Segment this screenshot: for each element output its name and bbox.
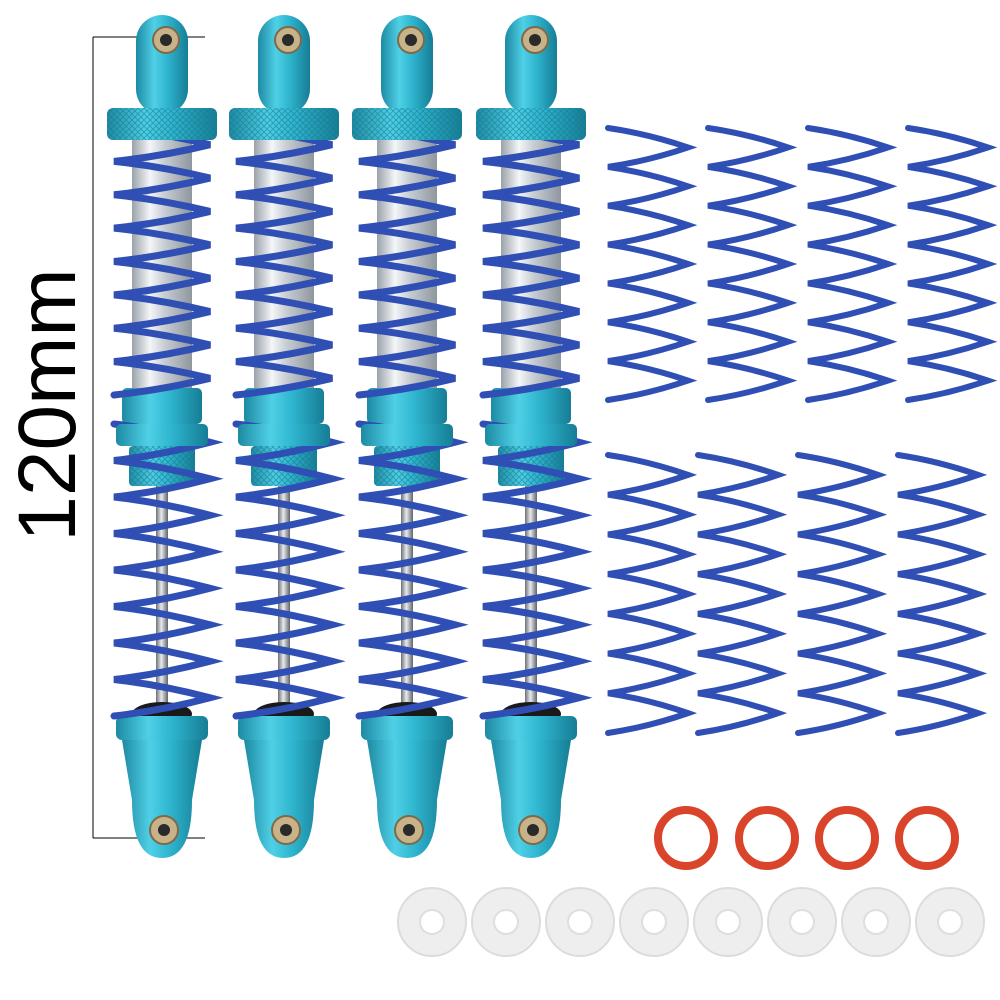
washer-hole — [789, 909, 815, 935]
washer-hole — [567, 909, 593, 935]
coil-spring-lower — [355, 420, 469, 720]
dimension-label: 120mm — [2, 268, 93, 542]
spare-spring — [905, 125, 998, 403]
body-collar — [122, 388, 202, 424]
o-ring — [735, 806, 799, 870]
washer-hole — [641, 909, 667, 935]
spring-divider — [361, 424, 453, 446]
bushing-hole — [280, 824, 292, 836]
spare-spring — [805, 125, 898, 403]
spare-springs — [605, 125, 998, 736]
bushing-hole — [529, 34, 541, 46]
washer-hole — [937, 909, 963, 935]
bushing-hole — [158, 824, 170, 836]
washer — [619, 887, 689, 957]
spare-spring — [895, 452, 988, 736]
bushing-hole — [527, 824, 539, 836]
bushing-hole — [403, 824, 415, 836]
body-collar — [367, 388, 447, 424]
lower-spring-cup — [116, 716, 208, 740]
coil-spring-lower — [232, 420, 346, 720]
o-ring — [815, 806, 879, 870]
spare-spring — [695, 452, 788, 736]
spring-divider — [485, 424, 577, 446]
coil-spring-lower — [110, 420, 224, 720]
lower-mount — [244, 740, 324, 858]
coil-spring-upper — [110, 124, 211, 399]
lower-mount — [367, 740, 447, 858]
lower-mount — [491, 740, 571, 858]
shock-absorber — [229, 15, 346, 858]
o-ring — [895, 806, 959, 870]
shock-absorber — [352, 15, 469, 858]
washer — [915, 887, 985, 957]
o-rings — [654, 806, 959, 870]
body-collar — [244, 388, 324, 424]
o-ring — [654, 806, 718, 870]
washer — [397, 887, 467, 957]
washer — [471, 887, 541, 957]
bushing-hole — [405, 34, 417, 46]
lower-spring-cup — [361, 716, 453, 740]
lower-spring-cup — [238, 716, 330, 740]
washer-hole — [863, 909, 889, 935]
spare-spring — [605, 452, 698, 736]
coil-spring-upper — [232, 124, 333, 399]
washer-hole — [419, 909, 445, 935]
bushing-hole — [160, 34, 172, 46]
bushing-hole — [282, 34, 294, 46]
lower-mount — [122, 740, 202, 858]
spare-spring — [605, 125, 698, 403]
shock-absorber — [107, 15, 224, 858]
washer — [841, 887, 911, 957]
retainer-knurl — [352, 108, 462, 140]
washer-hole — [715, 909, 741, 935]
shock-absorbers — [107, 15, 593, 858]
coil-spring-lower — [479, 420, 593, 720]
retainer-knurl — [229, 108, 339, 140]
body-collar — [491, 388, 571, 424]
spring-divider — [238, 424, 330, 446]
washer — [545, 887, 615, 957]
spare-spring — [795, 452, 888, 736]
coil-spring-upper — [479, 124, 580, 399]
washer-hole — [493, 909, 519, 935]
spare-spring — [705, 125, 798, 403]
washers — [397, 887, 985, 957]
retainer-knurl — [476, 108, 586, 140]
spring-divider — [116, 424, 208, 446]
retainer-knurl — [107, 108, 217, 140]
coil-spring-upper — [355, 124, 456, 399]
washer — [693, 887, 763, 957]
shock-absorber — [476, 15, 593, 858]
lower-spring-cup — [485, 716, 577, 740]
washer — [767, 887, 837, 957]
